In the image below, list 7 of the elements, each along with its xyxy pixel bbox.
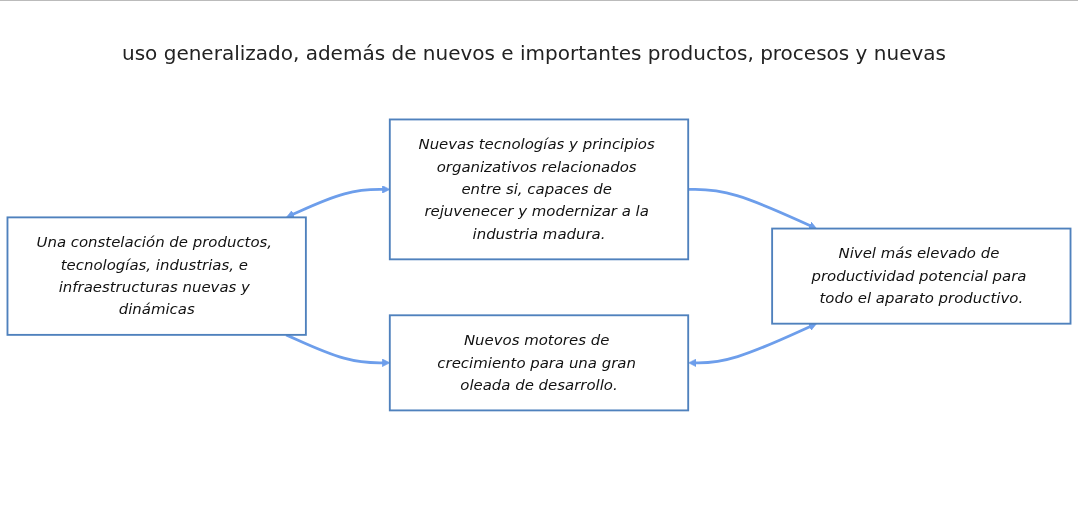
node-box: Nuevos motores de crecimiento para una gran oleada de desarrollo. [388, 314, 690, 412]
heading-text: uso generalizado, además de nuevos e importantes productos, procesos y nuevas [121, 40, 947, 65]
node-box: Nuevas tecnologías y principios organizativos relacionados entre si, capaces de rejuvenecer y modernizar a la industria madura. [388, 118, 690, 261]
node-box: Una constelación de productos, tecnologías, industrias, e infraestructuras nuevas y dinámicas [6, 216, 307, 336]
arrow [688, 323, 817, 367]
arrow [688, 188, 817, 230]
node-box: Nivel más elevado de productividad potencial para todo el aparato productivo. [771, 227, 1072, 325]
